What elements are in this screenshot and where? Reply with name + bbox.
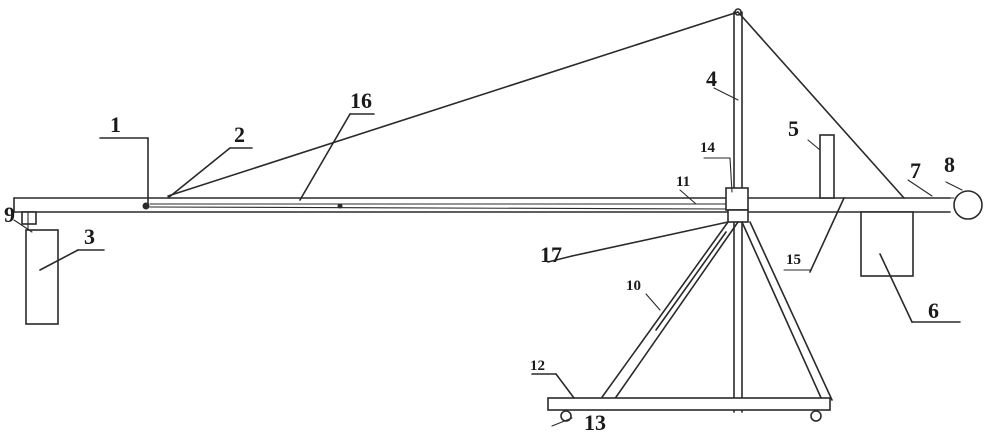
label-4: 4 — [706, 66, 717, 91]
label-17: 17 — [540, 242, 562, 267]
label-15: 15 — [786, 252, 801, 268]
base-plate — [547, 397, 831, 411]
label-5: 5 — [788, 116, 799, 141]
support-frame — [599, 221, 833, 401]
label-7: 7 — [910, 158, 921, 183]
label-10: 10 — [626, 278, 641, 294]
label-2: 2 — [234, 122, 245, 147]
label-13: 13 — [584, 410, 606, 433]
label-11: 11 — [676, 174, 690, 190]
counterweight-box — [860, 211, 914, 277]
label-1: 1 — [110, 112, 121, 137]
part-labels: 1 2 16 4 14 11 5 7 8 9 3 17 15 6 10 12 1… — [4, 66, 955, 433]
stay-cables — [167, 11, 905, 199]
label-8: 8 — [944, 152, 955, 177]
label-6: 6 — [928, 298, 939, 323]
diagonal-strut — [809, 197, 845, 273]
label-12: 12 — [530, 358, 545, 374]
base-wheels — [560, 410, 822, 422]
left-counterweight — [25, 229, 59, 325]
label-16: 16 — [350, 88, 372, 113]
label-9: 9 — [4, 202, 15, 227]
vertical-post — [819, 134, 835, 199]
mast-fitting — [725, 187, 749, 223]
label-3: 3 — [84, 224, 95, 249]
leader-lines — [13, 87, 963, 427]
boom-beam — [13, 197, 951, 213]
label-14: 14 — [700, 140, 716, 156]
end-wheel — [949, 190, 983, 220]
